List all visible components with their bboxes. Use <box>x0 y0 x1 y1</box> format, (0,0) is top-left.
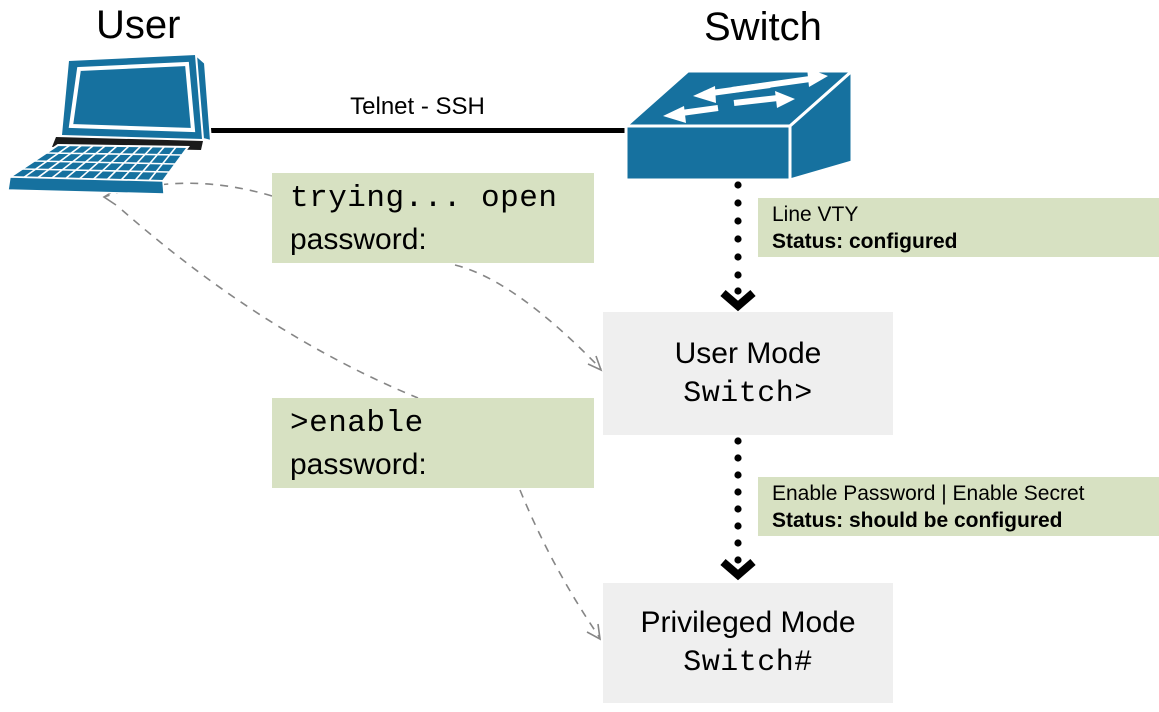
terminal-command-text: >enable <box>290 406 424 441</box>
privileged-mode-box: Privileged Mode Switch# <box>603 583 893 703</box>
terminal-command-text: trying... open <box>290 181 558 216</box>
arrowhead-downright-icon <box>587 355 603 372</box>
arrowhead-down-icon <box>720 289 756 312</box>
status-note-status: Status: should be configured <box>772 509 1063 532</box>
dotted-flow-usermode-to-privileged <box>720 437 756 581</box>
arc-trying-to-usermode <box>454 264 602 370</box>
switch-device-title: Switch <box>704 5 822 49</box>
status-note-line-vty: Line VTY Status: configured <box>758 198 1159 257</box>
laptop-icon <box>6 53 213 195</box>
mode-title: User Mode <box>674 336 822 370</box>
mode-title: Privileged Mode <box>640 606 856 639</box>
mode-prompt: Switch> <box>683 376 813 411</box>
terminal-prompt-text: password: <box>290 448 427 481</box>
status-note-name: Line VTY <box>772 203 859 226</box>
terminal-note-login: trying... open password: <box>272 173 594 263</box>
status-note-enable-password: Enable Password | Enable Secret Status: … <box>758 477 1159 536</box>
arc-enable-to-privileged <box>519 489 601 639</box>
dotted-flow-switch-to-usermode <box>720 181 756 312</box>
network-switch-icon <box>624 68 854 182</box>
arrowhead-down-icon <box>720 558 756 581</box>
terminal-note-enable: >enable password: <box>272 398 594 488</box>
status-note-name: Enable Password | Enable Secret <box>772 482 1085 505</box>
switch-arrows <box>663 68 828 123</box>
connection-protocol-label: Telnet - SSH <box>350 93 485 120</box>
status-note-status: Status: configured <box>772 230 958 253</box>
arc-laptop-to-enable <box>121 209 419 399</box>
arrowhead-downright-icon <box>586 623 602 641</box>
user-device-title: User <box>96 3 181 47</box>
user-mode-box: User Mode Switch> <box>603 312 893 435</box>
mode-prompt: Switch# <box>683 646 813 680</box>
terminal-prompt-text: password: <box>290 223 427 256</box>
keyboard-grid <box>21 144 183 182</box>
